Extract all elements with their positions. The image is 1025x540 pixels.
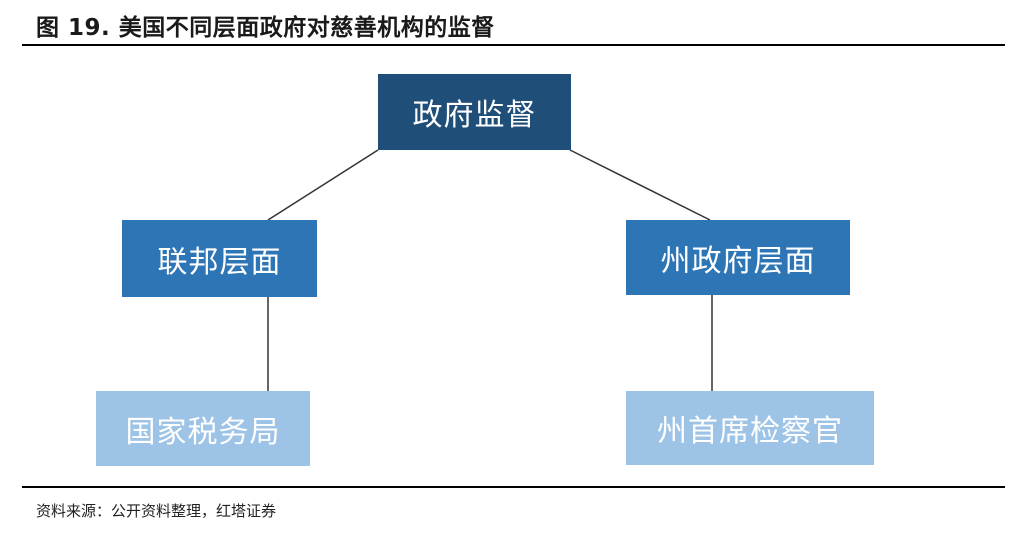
node-state-attorney-general: 州首席检察官 bbox=[626, 391, 874, 465]
source-note: 资料来源：公开资料整理，红塔证券 bbox=[36, 502, 277, 520]
node-irs: 国家税务局 bbox=[96, 391, 310, 466]
figure-title: 图 19. 美国不同层面政府对慈善机构的监督 bbox=[36, 15, 495, 41]
connector-root-state bbox=[569, 149, 711, 221]
node-state-level: 州政府层面 bbox=[626, 220, 850, 295]
connector-root-federal bbox=[267, 149, 379, 221]
node-federal-level: 联邦层面 bbox=[122, 220, 317, 297]
top-rule bbox=[22, 44, 1005, 46]
bottom-rule bbox=[22, 486, 1005, 488]
node-government-oversight: 政府监督 bbox=[378, 74, 571, 150]
